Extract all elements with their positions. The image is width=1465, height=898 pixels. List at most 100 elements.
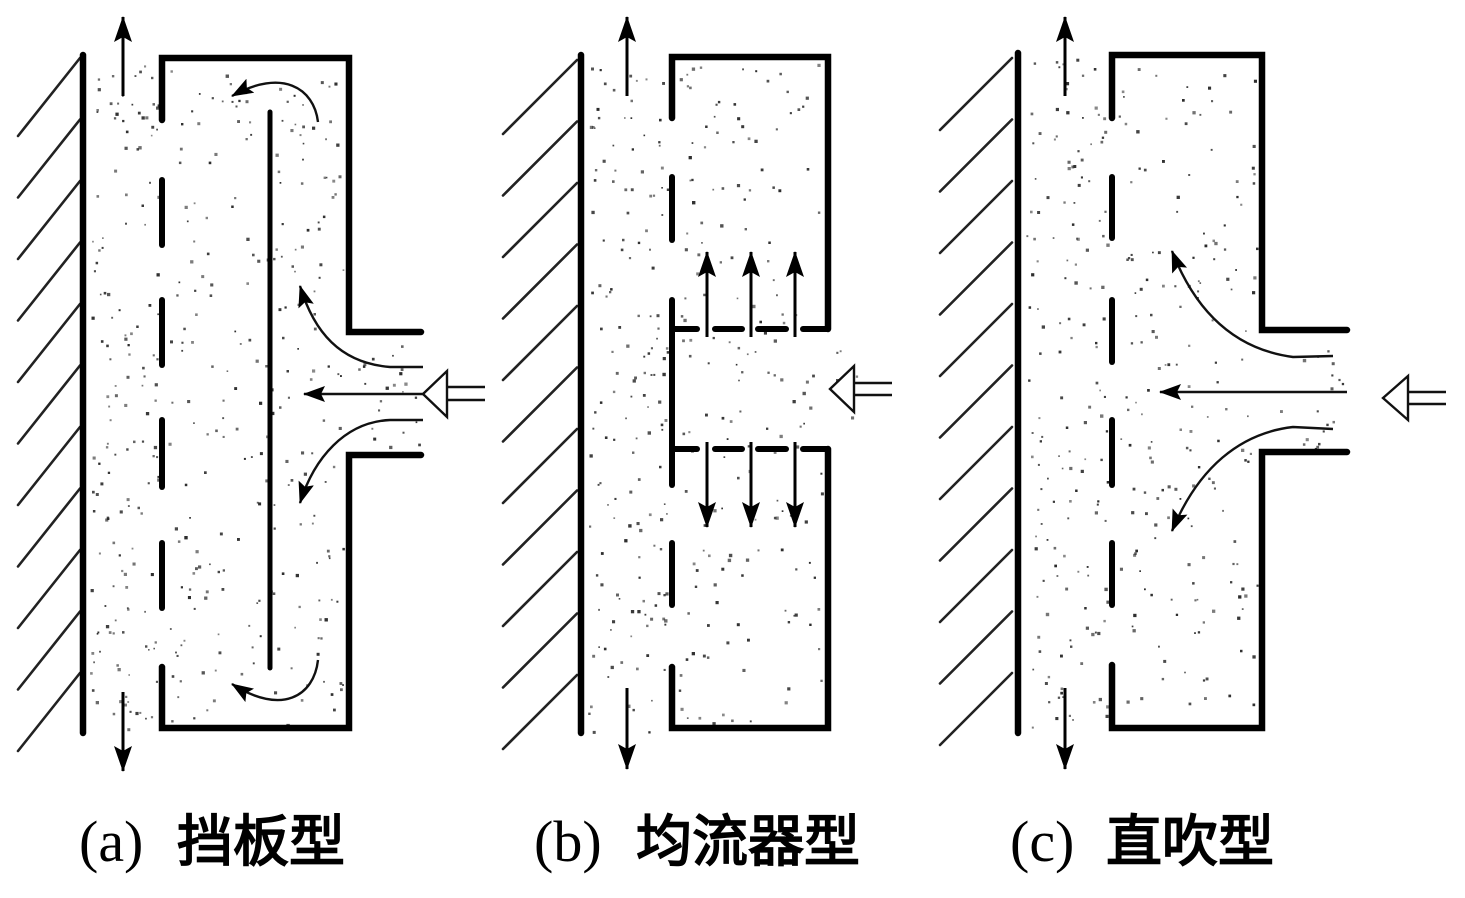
particle-dot	[122, 631, 125, 634]
particle-dot	[265, 365, 268, 368]
particle-dot	[836, 351, 839, 354]
particle-dot	[181, 123, 184, 126]
particle-dot	[328, 557, 331, 560]
particle-dot	[689, 86, 692, 90]
particle-dot	[273, 527, 276, 530]
particle-dot	[789, 112, 792, 115]
particle-dot	[299, 134, 302, 137]
particle-dot	[1084, 607, 1087, 610]
particle-dot	[119, 700, 123, 704]
particle-dot	[127, 728, 131, 732]
particle-dot	[635, 437, 638, 440]
particle-dot	[237, 538, 240, 541]
particle-dot	[234, 330, 237, 333]
particle-dot	[1241, 358, 1244, 361]
particle-dot	[243, 90, 248, 95]
particle-dot	[1136, 130, 1140, 134]
particle-dot	[234, 197, 237, 200]
particle-dot	[363, 363, 367, 367]
particle-dot	[1063, 201, 1066, 204]
particle-dot	[147, 482, 150, 485]
particle-dot	[1223, 248, 1227, 251]
particle-dot	[1030, 112, 1034, 116]
particle-dot	[285, 459, 289, 463]
particle-dot	[206, 709, 209, 712]
particle-dot	[155, 680, 158, 683]
particle-dot	[251, 646, 254, 649]
particle-dot	[294, 123, 297, 126]
particle-dot	[401, 345, 404, 348]
particle-dot	[745, 558, 750, 562]
particle-dot	[246, 237, 250, 241]
particle-dot	[184, 483, 188, 487]
particle-dot	[1185, 446, 1189, 450]
particle-dot	[637, 610, 641, 614]
particle-dot	[1150, 313, 1153, 317]
particle-dot	[701, 242, 703, 244]
particle-dot	[109, 358, 112, 361]
particle-dot	[1235, 269, 1237, 271]
particle-dot	[286, 370, 289, 373]
particle-dot	[597, 483, 600, 486]
particle-dot	[591, 291, 594, 295]
particle-dot	[647, 406, 649, 408]
particle-dot	[124, 403, 128, 407]
particle-dot	[1068, 714, 1071, 717]
particle-dot	[776, 294, 778, 297]
particle-dot	[820, 472, 823, 475]
particle-dot	[1140, 697, 1144, 701]
particle-dot	[144, 223, 146, 226]
particle-stipple	[90, 58, 1345, 734]
particle-dot	[139, 70, 142, 74]
particle-dot	[1188, 702, 1192, 706]
particle-dot	[1046, 539, 1049, 541]
particle-dot	[179, 147, 183, 151]
particle-dot	[782, 321, 786, 325]
particle-dot	[1170, 598, 1173, 601]
particle-dot	[692, 201, 696, 205]
particle-dot	[324, 618, 328, 622]
particle-dot	[117, 668, 121, 672]
hatch-line	[16, 610, 82, 691]
particle-dot	[198, 93, 201, 95]
particle-dot	[1237, 616, 1241, 620]
particle-dot	[1101, 136, 1105, 139]
particle-dot	[726, 438, 729, 440]
particle-dot	[684, 297, 687, 300]
particle-dot	[337, 373, 340, 376]
particle-dot	[680, 707, 684, 711]
particle-dot	[191, 341, 194, 344]
particle-dot	[609, 291, 612, 294]
panel-a-baffle-type: (a) 挡板型	[16, 16, 485, 875]
particle-dot	[127, 505, 130, 507]
particle-dot	[1135, 315, 1138, 318]
housing-lower	[668, 445, 832, 732]
particle-dot	[662, 82, 665, 85]
particle-dot	[300, 182, 304, 185]
particle-dot	[589, 525, 592, 528]
particle-dot	[148, 304, 152, 307]
particle-dot	[754, 518, 757, 521]
particle-dot	[371, 427, 374, 430]
particle-dot	[95, 261, 99, 265]
particle-dot	[311, 522, 314, 525]
particle-dot	[290, 667, 293, 670]
particle-dot	[739, 410, 742, 413]
particle-dot	[686, 73, 689, 76]
particle-dot	[1068, 450, 1071, 453]
particle-dot	[326, 549, 330, 553]
particle-dot	[250, 133, 253, 136]
recirculation-bottom-arrow-icon	[231, 659, 320, 703]
particle-dot	[760, 168, 764, 172]
particle-dot	[245, 138, 248, 141]
particle-dot	[334, 193, 337, 196]
particle-dot	[663, 503, 666, 505]
particle-dot	[1133, 553, 1137, 557]
particle-dot	[153, 445, 158, 450]
particle-dot	[648, 731, 651, 734]
hatch-line	[501, 304, 579, 382]
particle-dot	[796, 445, 800, 449]
particle-dot	[630, 635, 633, 638]
particle-dot	[593, 179, 597, 182]
particle-dot	[156, 106, 160, 110]
